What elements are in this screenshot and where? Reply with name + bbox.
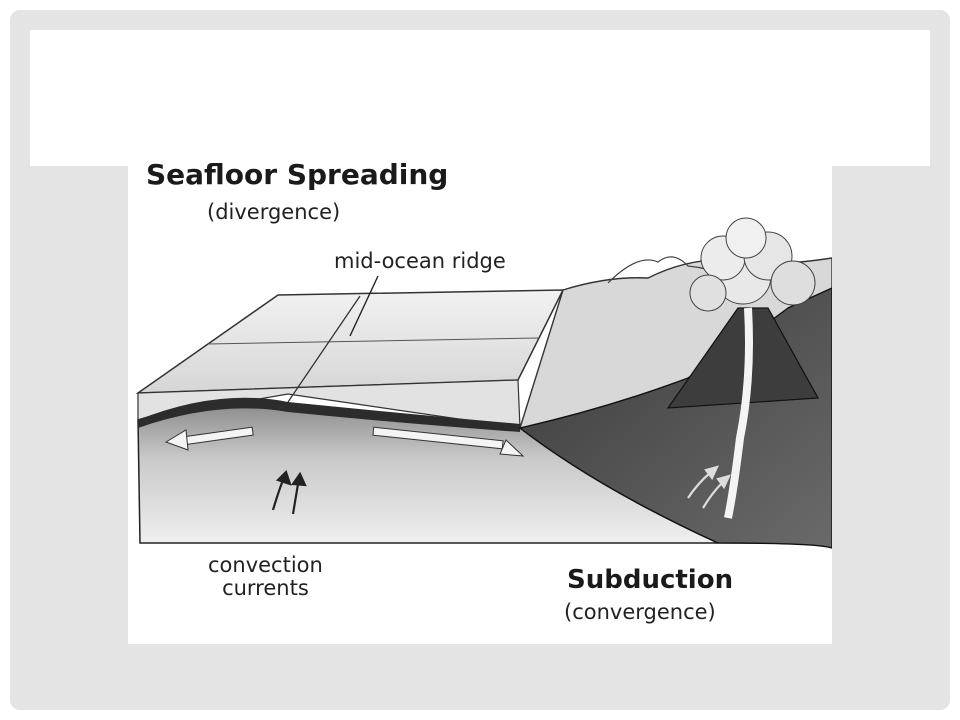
convection-label: convection currents — [208, 553, 323, 601]
oceanic-crust — [138, 397, 520, 432]
slide-title-placeholder — [30, 30, 930, 166]
subduction-title: Subduction — [567, 565, 734, 595]
convection-arrows — [271, 469, 307, 515]
plate-motion-arrow-right — [372, 426, 525, 457]
ocean-water-front — [137, 379, 521, 429]
subduction-arrows — [687, 465, 731, 509]
eruption-plume — [689, 217, 816, 312]
subduction-subtitle: (convergence) — [564, 600, 716, 624]
plate-tectonics-illustration: Seafloor Spreading (divergence) mid-ocea… — [128, 158, 832, 644]
ridge-label: mid-ocean ridge — [334, 249, 506, 273]
ridge-crack — [287, 295, 361, 403]
plate-motion-arrow-left — [164, 426, 254, 451]
volcano-cone — [666, 307, 819, 409]
convection-label-line1: convection — [208, 553, 323, 577]
ridge-pointer — [349, 275, 379, 337]
diagram-title: Seafloor Spreading — [146, 158, 449, 191]
block-diagram — [135, 217, 832, 549]
diagram-subtitle: (divergence) — [207, 200, 341, 224]
convection-label-line2: currents — [222, 576, 309, 601]
surface-seam — [207, 337, 539, 345]
magma-conduit — [724, 307, 753, 519]
